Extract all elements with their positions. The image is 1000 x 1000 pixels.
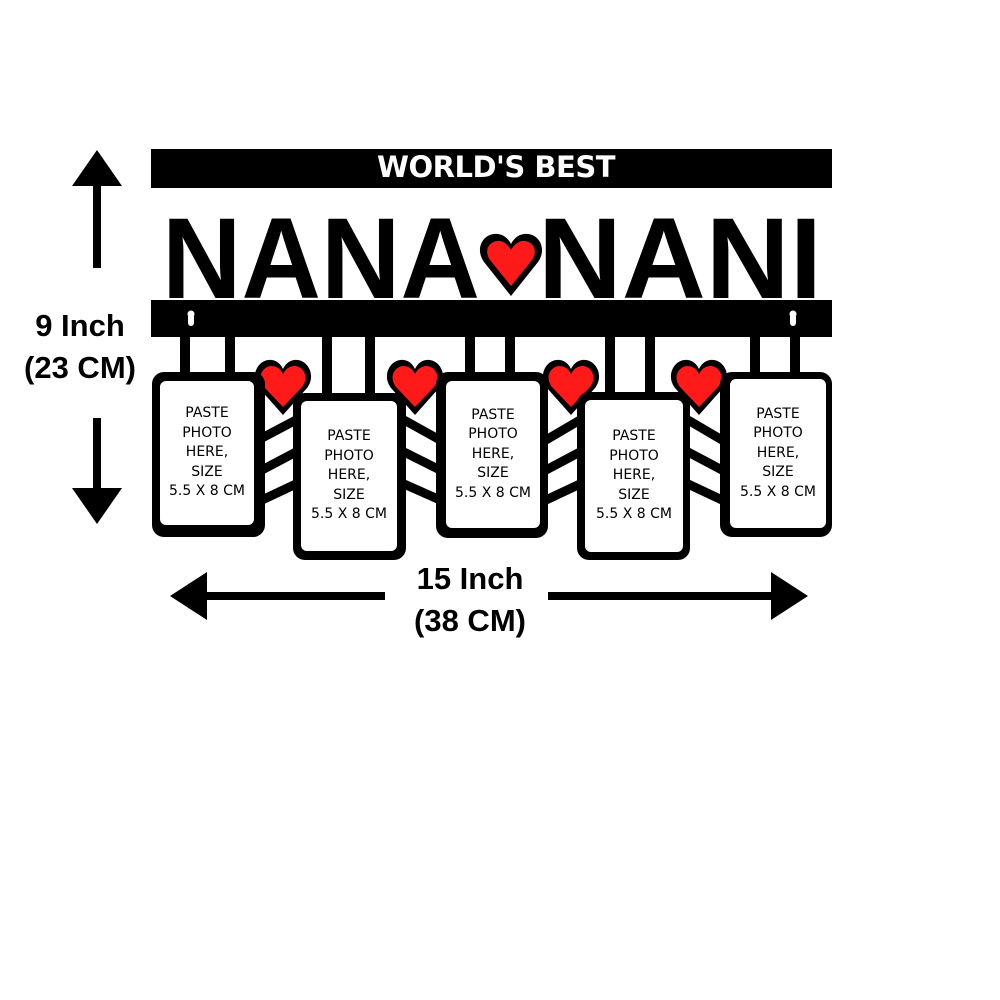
instruction-line: HERE, [185, 444, 229, 461]
instruction-line: PASTE [612, 428, 656, 445]
photo-slot-instructions: PASTE PHOTO HERE, SIZE 5.5 X 8 CM [740, 405, 816, 503]
heart-icon [670, 359, 728, 415]
hearts-group [254, 359, 728, 415]
instruction-line: 5.5 X 8 CM [596, 506, 672, 523]
photo-slot: PASTE PHOTO HERE, SIZE 5.5 X 8 CM [301, 401, 397, 551]
photo-slot: PASTE PHOTO HERE, SIZE 5.5 X 8 CM [730, 379, 826, 528]
frame-connectors [259, 416, 725, 505]
top-bar [151, 149, 832, 188]
instruction-line: 5.5 X 8 CM [311, 506, 387, 523]
instruction-line: 5.5 X 8 CM [455, 484, 531, 501]
header-text: WORLD'S BEST [377, 150, 615, 184]
width-cm-label: (38 CM) [414, 603, 526, 638]
photo-frame: PASTE PHOTO HERE, SIZE 5.5 X 8 CM [152, 372, 265, 537]
height-arrow [72, 150, 122, 524]
instruction-line: PASTE [185, 405, 229, 422]
width-inch-label: 15 Inch [416, 561, 524, 596]
instruction-line: SIZE [191, 463, 223, 480]
keyhole-icon [187, 310, 797, 326]
instruction-line: SIZE [618, 486, 650, 503]
photo-slot: PASTE PHOTO HERE, SIZE 5.5 X 8 CM [585, 400, 683, 552]
photo-slot: PASTE PHOTO HERE, SIZE 5.5 X 8 CM [446, 381, 540, 528]
instruction-line: HERE, [756, 444, 800, 461]
photo-frame: PASTE PHOTO HERE, SIZE 5.5 X 8 CM [577, 392, 690, 560]
instruction-line: SIZE [762, 464, 794, 481]
heart-icon [542, 359, 600, 415]
height-inch-label: 9 Inch [35, 308, 125, 343]
instruction-line: SIZE [333, 486, 365, 503]
instruction-line: PASTE [756, 405, 800, 422]
photo-frame: PASTE PHOTO HERE, SIZE 5.5 X 8 CM [436, 372, 548, 538]
instruction-line: PASTE [327, 428, 371, 445]
instruction-line: 5.5 X 8 CM [740, 483, 816, 500]
instruction-line: PHOTO [609, 447, 659, 464]
photo-slot-instructions: PASTE PHOTO HERE, SIZE 5.5 X 8 CM [169, 404, 245, 502]
photo-slot-instructions: PASTE PHOTO HERE, SIZE 5.5 X 8 CM [455, 406, 531, 504]
instruction-line: HERE, [612, 467, 656, 484]
width-arrow [170, 572, 808, 620]
photo-frame: PASTE PHOTO HERE, SIZE 5.5 X 8 CM [293, 393, 406, 560]
instruction-line: SIZE [477, 465, 509, 482]
instruction-line: 5.5 X 8 CM [169, 483, 245, 500]
heart-icon [386, 359, 444, 415]
heart-icon [254, 359, 312, 415]
middle-bar [151, 300, 832, 337]
height-cm-label: (23 CM) [24, 350, 136, 385]
frame-stems [180, 335, 800, 400]
photo-slot-instructions: PASTE PHOTO HERE, SIZE 5.5 X 8 CM [311, 427, 387, 525]
photo-frame: PASTE PHOTO HERE, SIZE 5.5 X 8 CM [720, 372, 832, 537]
photo-slot-instructions: PASTE PHOTO HERE, SIZE 5.5 X 8 CM [596, 427, 672, 525]
instruction-line: HERE, [327, 467, 371, 484]
instruction-line: PHOTO [182, 424, 232, 441]
heart-icon [479, 233, 543, 296]
instruction-line: PHOTO [753, 425, 803, 442]
instruction-line: HERE, [471, 445, 515, 462]
instruction-line: PHOTO [468, 426, 518, 443]
instruction-line: PASTE [471, 406, 515, 423]
instruction-line: PHOTO [324, 447, 374, 464]
photo-slot: PASTE PHOTO HERE, SIZE 5.5 X 8 CM [160, 381, 254, 525]
